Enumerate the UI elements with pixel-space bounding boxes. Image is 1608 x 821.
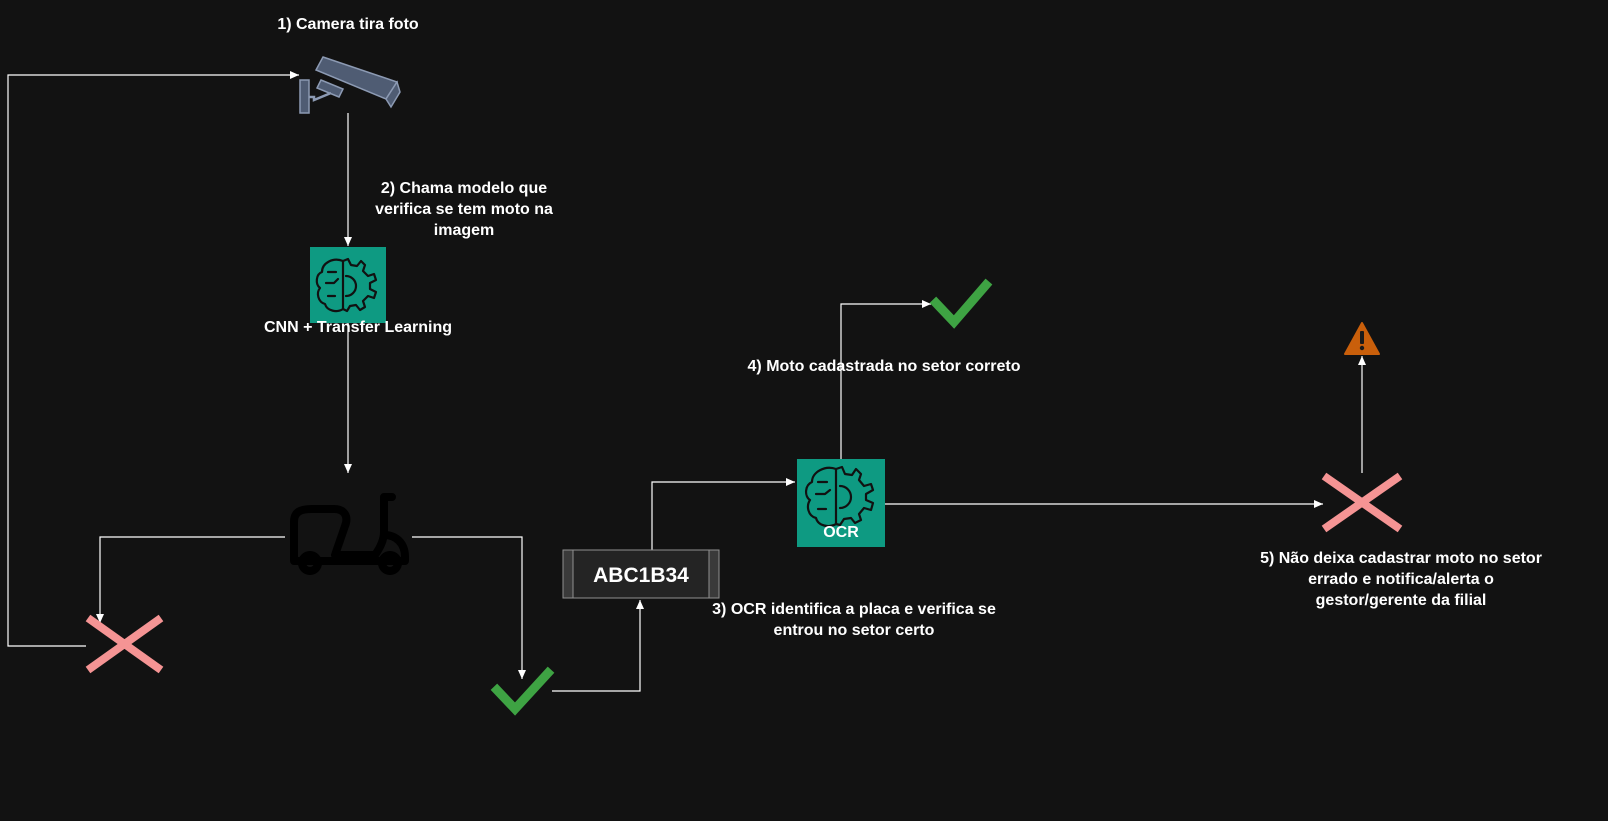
step5-label: 5) Não deixa cadastrar moto no setor err… [1260, 550, 1542, 609]
cnn-model-box [310, 247, 386, 323]
step3-label: 3) OCR identifica a placa e verifica se … [712, 601, 996, 639]
cross-icon [85, 614, 164, 674]
step4-label: 4) Moto cadastrada no setor correto [747, 358, 1021, 375]
checkmark-icon [929, 278, 993, 329]
license-plate: ABC1B34 [562, 549, 720, 599]
connector-scooter-to-check [412, 536, 526, 679]
connector-scooter-to-cross [96, 536, 285, 623]
ocr-label: OCR [823, 524, 859, 541]
cnn-label: CNN + Transfer Learning [263, 319, 453, 336]
warning-triangle-icon [1344, 322, 1380, 355]
connector-plate-to-ocr [651, 478, 795, 550]
step1-label: 1) Camera tira foto [277, 16, 419, 33]
step2-label: 2) Chama modelo que verifica se tem moto… [375, 180, 553, 239]
cross-icon [1321, 472, 1403, 533]
scooter-icon [290, 493, 409, 575]
connector-check-to-plate [552, 600, 644, 692]
connector-ocr-to-check [840, 300, 931, 460]
checkmark-icon [490, 666, 555, 716]
security-camera-icon [299, 56, 401, 114]
brain-gear-icon [805, 465, 875, 528]
brain-gear-icon [315, 257, 378, 313]
plate-number: ABC1B34 [593, 564, 689, 587]
ocr-model-box: OCR [797, 459, 885, 547]
connector-cross-to-camera [7, 71, 299, 647]
